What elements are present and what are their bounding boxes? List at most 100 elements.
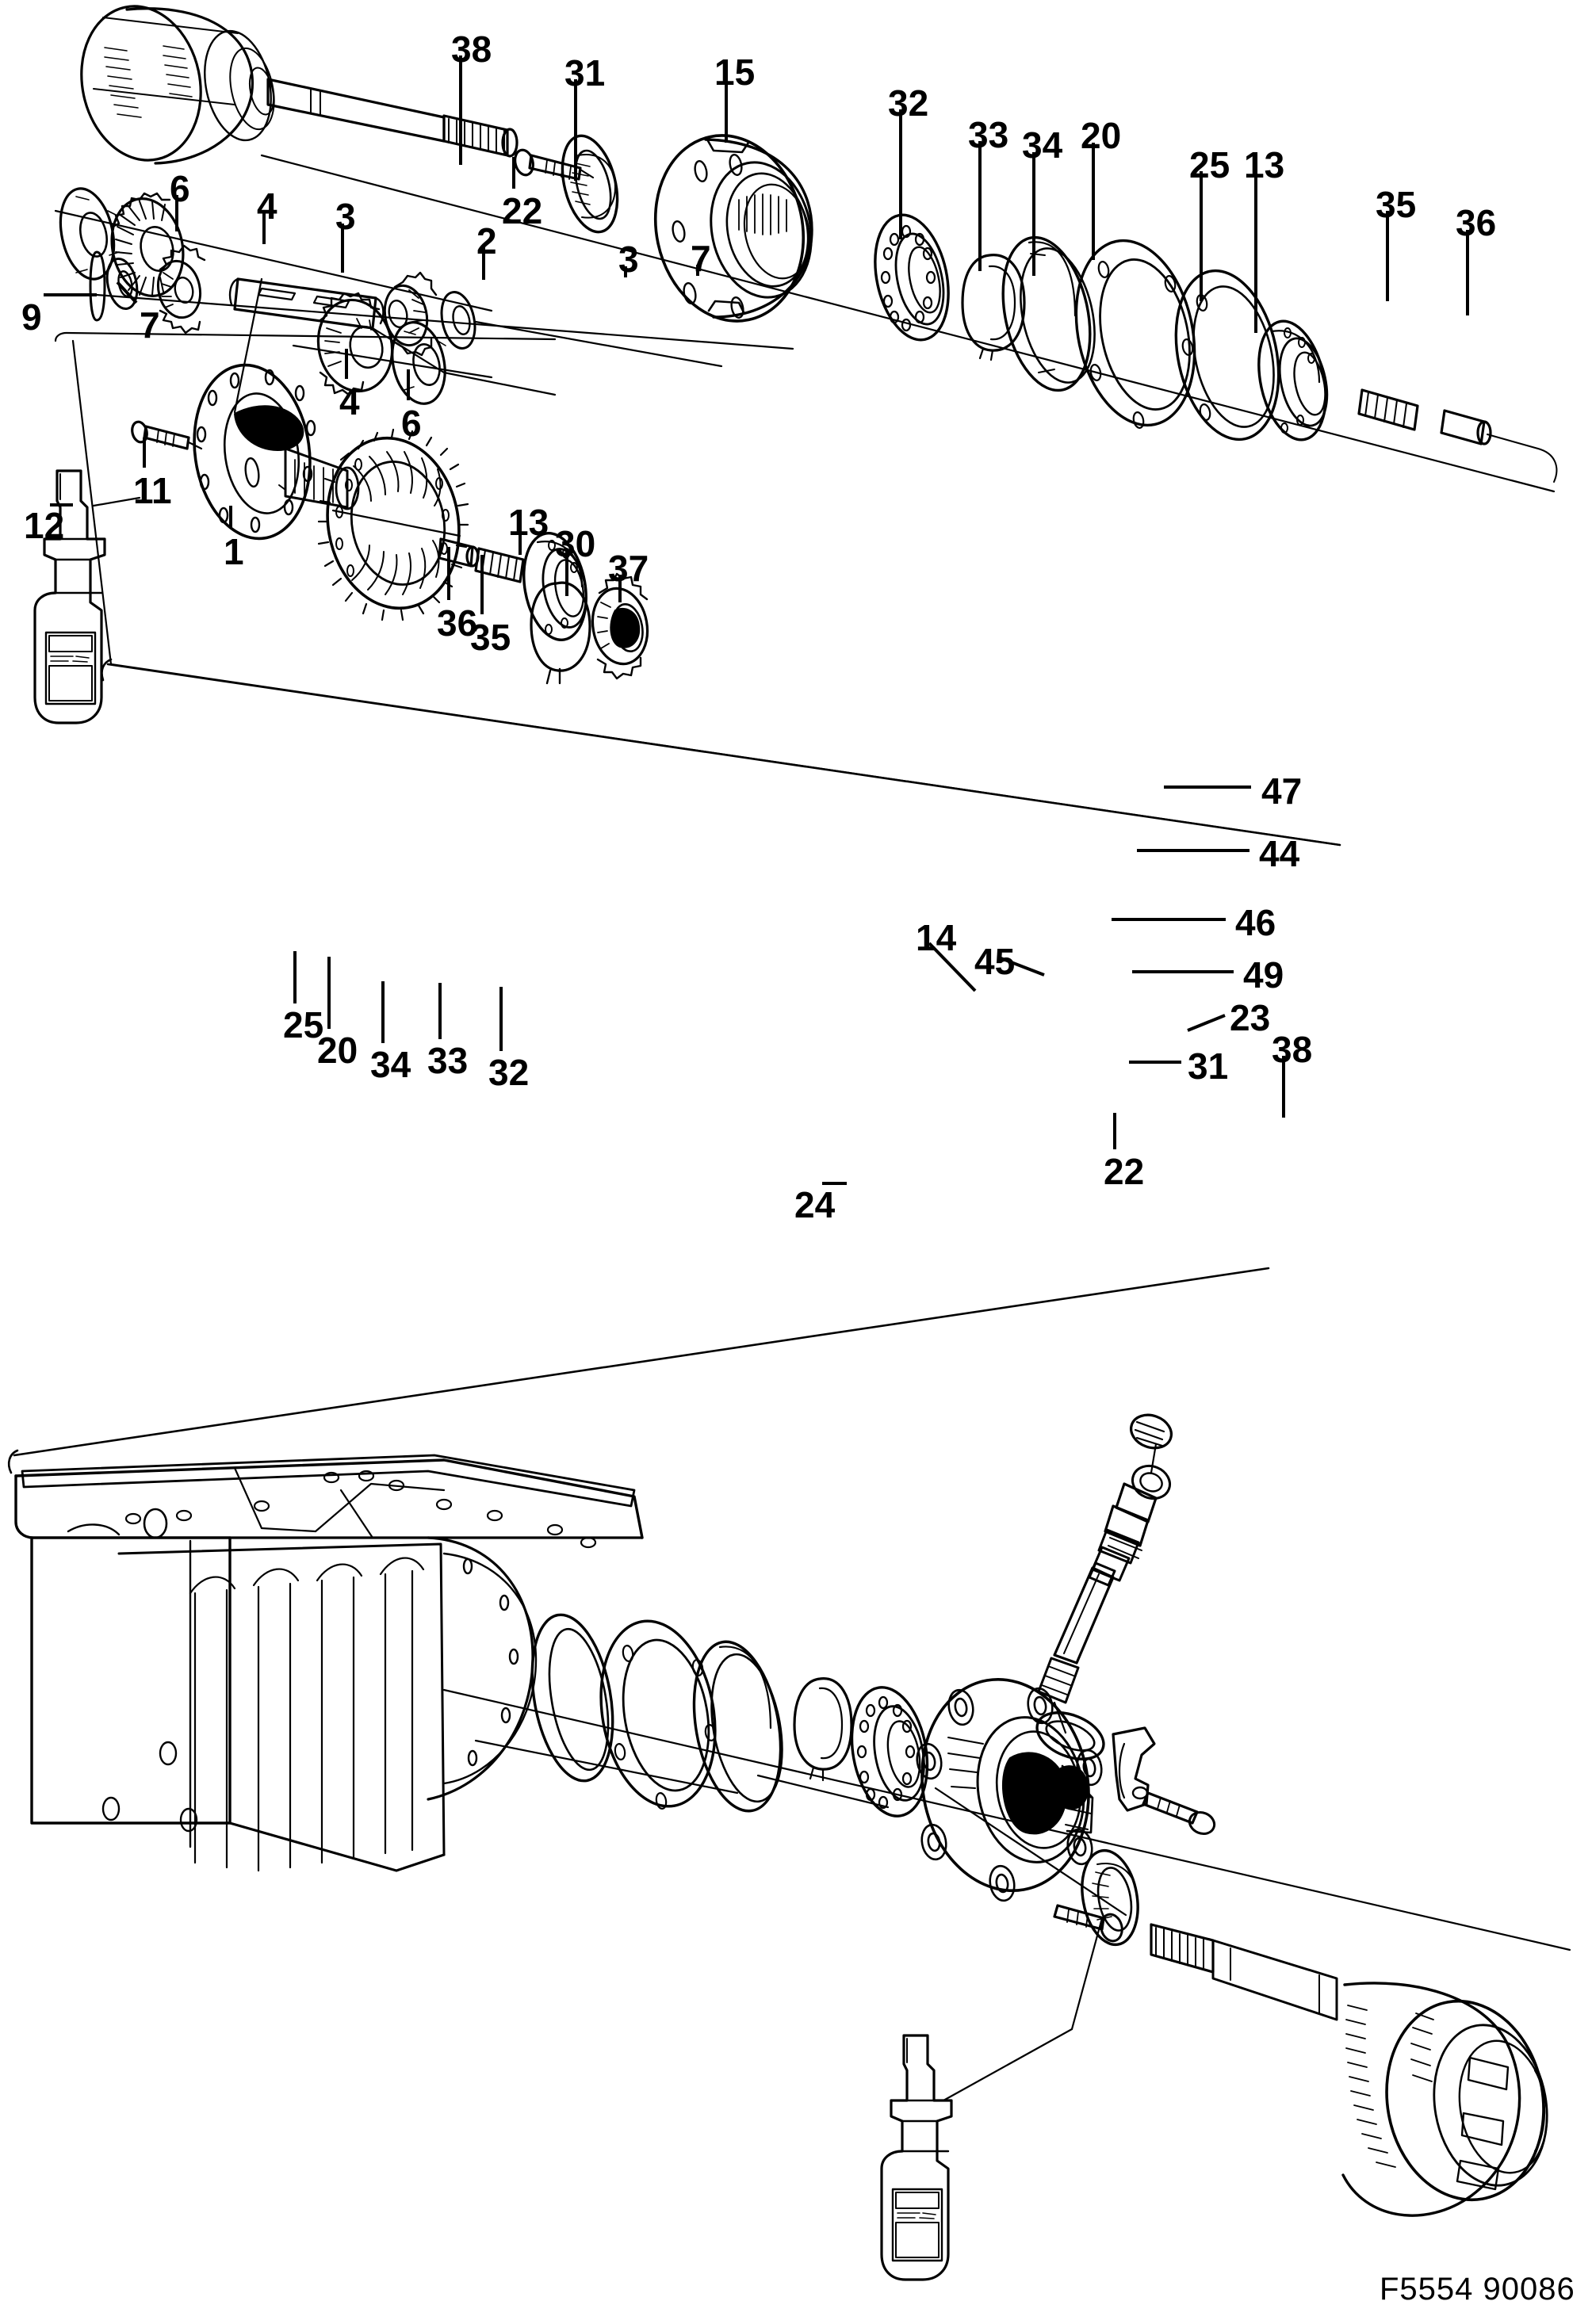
leader-12 [92,496,141,507]
final-drive-housing [14,1454,644,1872]
callout-9-lock-pin[interactable]: 9 [21,296,42,338]
callout-20-gasket[interactable]: 20 [1081,115,1122,156]
cv-joint-38-lower [1150,1923,1548,2217]
ball-bearing-32 [874,213,950,342]
callout-45-o-ring[interactable]: 45 [974,941,1016,982]
screw-22 [514,148,595,181]
leader-line-14 [928,942,977,992]
callout-7-thrust-washer-small[interactable]: 7 [140,304,160,346]
tapered-roller-bearing-13b [522,532,587,641]
callout-35-stud-bolt[interactable]: 35 [470,617,511,658]
crown-wheel [317,428,469,621]
callout-32-ball-bearing[interactable]: 32 [888,82,929,124]
side-gear-4a [110,192,185,297]
gasket-20-lower [599,1619,717,1810]
lock-pin-9 [89,250,106,322]
callout-34-seal-ring[interactable]: 34 [370,1044,411,1085]
retaining-clip-49 [1112,1726,1156,1812]
callout-20-gasket[interactable]: 20 [317,1030,358,1071]
speedo-drive-housing-44 [1088,1464,1171,1587]
callout-4-side-gear[interactable]: 4 [339,381,360,422]
tapered-roller-bearing-13 [1257,319,1329,441]
callout-30-snap-ring[interactable]: 30 [555,523,596,564]
callout-23-screw[interactable]: 23 [1230,997,1271,1038]
callout-46-speedometer-drive-shaft[interactable]: 46 [1235,902,1276,943]
seal-ring-34-lower [692,1640,783,1813]
side-gear-4b [316,292,394,396]
callout-31-oil-seal[interactable]: 31 [1188,1045,1229,1087]
callout-33-circlip[interactable]: 33 [968,114,1009,155]
ball-bearing-32-lower [850,1686,929,1818]
callout-3-pinion-gear[interactable]: 3 [618,239,639,280]
nut-36 [1440,409,1558,483]
callout-44-speedometer-drive-housing[interactable]: 44 [1259,833,1300,874]
snap-ring-30 [530,581,591,685]
assembly-frame-lower [7,1267,1270,1474]
callout-2-pinion-shaft[interactable]: 2 [476,220,497,262]
callout-35-stud-bolt[interactable]: 35 [1376,184,1417,225]
axis-line-upper [260,154,1556,493]
bolt-11 [131,420,203,450]
callout-32-ball-bearing[interactable]: 32 [488,1052,530,1093]
callout-25-gasket-outer[interactable]: 25 [283,1004,324,1045]
callout-22-screw[interactable]: 22 [1104,1151,1145,1192]
callout-6-thrust-washer[interactable]: 6 [170,168,190,209]
callout-38-drive-shaft-cv-joint[interactable]: 38 [451,29,492,70]
leader-24b [1070,1917,1104,2031]
circlip-33 [961,254,1026,361]
leader-24 [942,2028,1073,2102]
oil-seal-31-lower [1081,1848,1139,1947]
callout-34-seal-ring[interactable]: 34 [1022,124,1063,166]
leader-line-7 [116,281,138,304]
callout-6-thrust-washer[interactable]: 6 [401,403,422,444]
gasket-20 [1074,239,1196,429]
sealant-bottle-12 [33,469,106,724]
callout-25-gasket-outer[interactable]: 25 [1189,144,1230,185]
assembly-frame-upper [101,658,1341,847]
screw-plug-47 [1130,1413,1173,1474]
screw-22-lower [1053,1904,1123,1943]
pinion-gear-3b [383,271,438,357]
callout-24-sealant-bottle[interactable]: 24 [794,1184,836,1225]
callout-1-differential-case[interactable]: 1 [224,531,244,572]
callout-14-bearing-housing-left[interactable]: 14 [916,917,957,958]
stud-35 [1357,388,1419,431]
callout-33-circlip[interactable]: 33 [427,1040,469,1081]
callout-47-screw-plug[interactable]: 47 [1261,770,1303,812]
sealant-bottle-24 [880,2034,953,2281]
callout-38-drive-shaft-cv-joint[interactable]: 38 [1272,1029,1313,1070]
drive-flange-37 [591,572,649,680]
callout-36-nut[interactable]: 36 [1456,202,1497,243]
callout-13-tapered-roller-bearing[interactable]: 13 [508,502,549,543]
callout-13-tapered-roller-bearing[interactable]: 13 [1244,144,1285,185]
differential-case-1 [193,363,360,541]
bearing-housing-15 [653,134,813,323]
callout-22-screw[interactable]: 22 [502,190,543,231]
seal-ring-34 [1001,235,1096,392]
callout-49-retaining-clip[interactable]: 49 [1243,954,1284,996]
callout-3-pinion-gear[interactable]: 3 [335,196,356,237]
thrust-washer-6b [391,321,446,405]
callout-12-sealant-bottle[interactable]: 12 [24,505,65,546]
callout-31-oil-seal[interactable]: 31 [564,52,606,94]
callout-37-drive-flange[interactable]: 37 [608,548,649,589]
thrust-washer-7b [440,291,476,350]
bearing-housing-14 [916,1678,1103,1902]
callout-4-side-gear[interactable]: 4 [257,185,277,227]
oil-seal-31 [561,134,619,234]
callout-15-bearing-housing[interactable]: 15 [714,52,756,93]
callout-7-thrust-washer-small[interactable]: 7 [691,238,711,279]
o-ring-45 [1035,1711,1105,1760]
gasket-25-lower [530,1613,614,1783]
screw-23 [1142,1791,1216,1835]
axis-line-lower [442,1688,1571,1951]
lower-leader-diagonals [474,1739,1127,1917]
callout-36-nut[interactable]: 36 [437,602,478,644]
leader-line-23 [1187,1014,1226,1032]
figure-code: F5554 90086 [1380,2272,1575,2307]
callout-11-bolt[interactable]: 11 [133,470,172,511]
circlip-33-lower [793,1677,853,1782]
speedo-drive-shaft-46 [1037,1566,1115,1734]
leader-line-45 [998,956,1045,977]
